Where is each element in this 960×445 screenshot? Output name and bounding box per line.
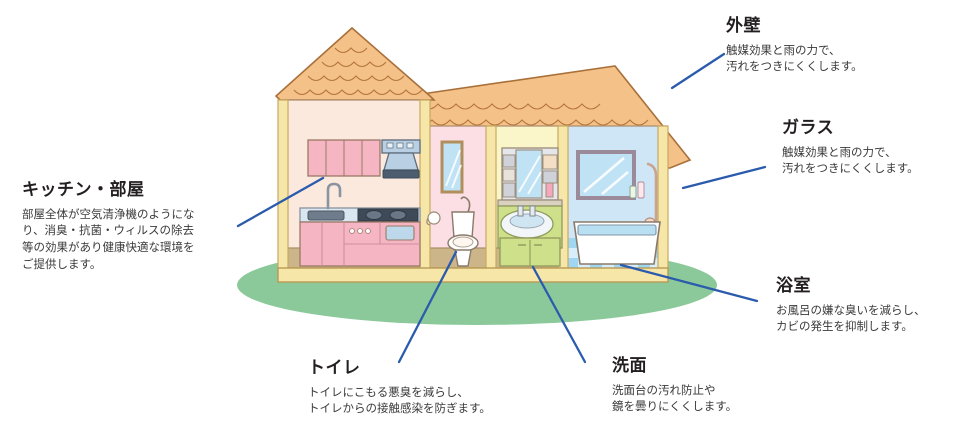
callout-kitchen-room-body: 部屋全体が空気清浄機のようにな り、消臭・抗菌・ウィルスの除去 等の効果があり健… xyxy=(22,208,195,271)
toilet-paper-holder-icon xyxy=(426,211,441,226)
washbasin-faucet-icon xyxy=(517,205,536,217)
callout-washbasin: 洗面 洗面台の汚れ防止や 鏡を曇りにくくします。 xyxy=(612,356,737,416)
callout-toilet: トイレ トイレにこもる悪臭を減らし、 トイレからの接触感染を防ぎます。 xyxy=(308,358,491,418)
callout-washbasin-title: 洗面 xyxy=(612,356,647,375)
callout-bathroom-title: 浴室 xyxy=(776,276,811,295)
kitchen-oven-window xyxy=(385,225,415,241)
washbasin-mirror-cabinet xyxy=(501,147,559,201)
bath-bottles-icon xyxy=(629,181,645,199)
callout-washbasin-body: 洗面台の汚れ防止や 鏡を曇りにくくします。 xyxy=(612,384,738,414)
window-glare xyxy=(583,157,629,195)
house-foundation xyxy=(277,267,669,283)
leader-line-washbasin xyxy=(531,265,587,364)
callout-toilet-title: トイレ xyxy=(308,358,361,377)
leader-lines xyxy=(236,52,767,364)
callout-toilet-body: トイレにこもる悪臭を減らし、 トイレからの接触感染を防ぎます。 xyxy=(308,386,491,416)
callout-bathroom: 浴室 お風呂の嫌な臭いを減らし、 カビの発生を抑制します。 xyxy=(776,276,926,336)
roof-left-gable xyxy=(274,26,436,101)
kitchen-faucet-icon xyxy=(326,182,342,210)
callout-exterior-wall-title: 外壁 xyxy=(726,16,761,35)
leader-line-kitchen xyxy=(236,176,325,228)
kitchen-knobs xyxy=(349,228,371,234)
leader-line-toilet xyxy=(397,250,458,364)
mirror-glare xyxy=(445,149,462,189)
callout-glass-body: 触媒効果と雨の力で、 汚れをつきにくくします。 xyxy=(782,146,919,176)
callout-glass: ガラス 触媒効果と雨の力で、 汚れをつきにくくします。 xyxy=(782,118,919,178)
range-hood-icon xyxy=(381,139,421,179)
callout-exterior-wall: 外壁 触媒効果と雨の力で、 汚れをつきにくくします。 xyxy=(726,16,863,76)
kitchen-cabinet-dividers xyxy=(325,140,363,176)
toilet-fixture xyxy=(447,196,479,267)
washbasin-shelf xyxy=(497,199,563,207)
bathtub xyxy=(573,221,661,265)
callout-exterior-wall-body: 触媒効果と雨の力で、 汚れをつきにくくします。 xyxy=(726,44,863,74)
leader-line-bathroom xyxy=(619,263,759,303)
toilet-mirror xyxy=(440,140,464,194)
callout-glass-title: ガラス xyxy=(782,118,835,137)
callout-kitchen-room: キッチン・部屋 部屋全体が空気清浄機のようにな り、消臭・抗菌・ウィルスの除去 … xyxy=(22,180,252,273)
leader-line-glass xyxy=(681,165,767,190)
callout-bathroom-body: お風呂の嫌な臭いを減らし、 カビの発生を抑制します。 xyxy=(776,304,926,334)
leader-line-exterior-wall xyxy=(670,52,726,90)
shower-rail-icon xyxy=(646,162,658,230)
kitchen-sink-basin xyxy=(307,210,345,221)
callout-kitchen-room-title: キッチン・部屋 xyxy=(22,180,145,199)
kitchen-base-lines xyxy=(321,222,420,266)
roof-left-scallops xyxy=(293,47,423,96)
